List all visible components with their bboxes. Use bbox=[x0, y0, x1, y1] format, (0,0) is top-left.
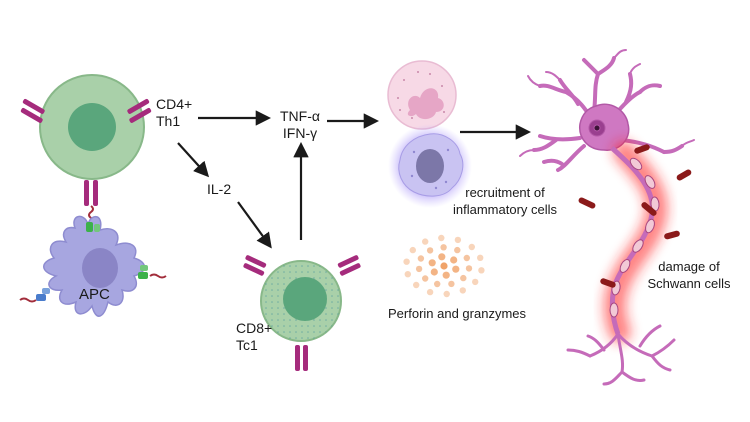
granule-dot bbox=[460, 274, 467, 282]
damage-line1: damage of bbox=[658, 259, 720, 274]
granule-dot bbox=[404, 271, 411, 278]
granule-dot bbox=[450, 256, 458, 264]
perforin-label: Perforin and granzymes bbox=[388, 306, 527, 321]
neutrophil-cell bbox=[387, 60, 457, 130]
granule-dot bbox=[426, 288, 434, 296]
cd8-t-cell bbox=[260, 260, 342, 342]
cd4-label-line2: Th1 bbox=[156, 113, 181, 129]
granule-dot bbox=[438, 253, 446, 261]
arrow-il2-to-cd8 bbox=[237, 201, 272, 249]
granule-dot bbox=[448, 280, 455, 288]
recruitment-line1: recruitment of bbox=[465, 185, 545, 200]
granule-dot bbox=[459, 287, 466, 294]
granule-dot bbox=[465, 265, 473, 272]
cd4-t-cell bbox=[39, 74, 145, 180]
tnf-label: TNF-α bbox=[280, 108, 320, 124]
ifn-label: IFN-γ bbox=[282, 125, 318, 141]
granule-dot bbox=[426, 247, 434, 254]
granule-dot bbox=[428, 259, 436, 267]
cd8-label: CD8+ Tc1 bbox=[236, 320, 272, 354]
granule-dot bbox=[468, 243, 475, 251]
cd4-label: CD4+ Th1 bbox=[156, 96, 192, 130]
mhc-left bbox=[19, 288, 50, 303]
granule-dot bbox=[454, 246, 461, 254]
apc-label: APC bbox=[79, 286, 110, 303]
cd8-receptor-right bbox=[337, 255, 361, 276]
antibodies bbox=[578, 144, 692, 288]
granule-dot bbox=[477, 254, 484, 261]
granule-dot bbox=[438, 234, 445, 242]
axon-terminals bbox=[566, 324, 676, 386]
recruitment-line2: inflammatory cells bbox=[452, 202, 558, 217]
macrophage-cell bbox=[388, 124, 472, 208]
il2-label: IL-2 bbox=[207, 181, 232, 197]
recruitment-label: recruitment of inflammatory cells bbox=[440, 184, 570, 218]
granule-dot bbox=[442, 271, 450, 279]
cd8-label-line1: CD8+ bbox=[236, 320, 273, 336]
granule-dot bbox=[472, 278, 479, 286]
cd4-receptor-left bbox=[20, 98, 45, 123]
granule-dot bbox=[454, 236, 462, 244]
granule-dot bbox=[422, 275, 429, 282]
granule-dot bbox=[443, 290, 450, 298]
neuron bbox=[519, 49, 695, 172]
apc-cell bbox=[43, 215, 146, 317]
arrow-cd4-to-il2 bbox=[177, 142, 210, 178]
granule-dot bbox=[452, 265, 460, 273]
granule-dot bbox=[415, 265, 423, 273]
granule-dot bbox=[440, 262, 448, 270]
granule-dot bbox=[434, 280, 441, 288]
damage-line2: Schwann cells bbox=[647, 276, 731, 291]
cd8-receptor-bottom bbox=[295, 345, 308, 371]
cd8-receptor-left bbox=[243, 255, 267, 276]
perforin-granules bbox=[403, 234, 485, 298]
granule-dot bbox=[463, 254, 470, 262]
mhc-right bbox=[138, 265, 167, 279]
mhc-top bbox=[86, 222, 100, 232]
cd4-receptor-bottom bbox=[84, 180, 98, 206]
granule-dot bbox=[440, 244, 447, 251]
cytokine-label: TNF-α IFN-γ bbox=[270, 108, 330, 142]
granule-dot bbox=[430, 268, 438, 276]
granule-dot bbox=[403, 258, 410, 265]
granule-dot bbox=[478, 267, 485, 274]
arrows bbox=[177, 110, 532, 249]
granule-dot bbox=[413, 281, 420, 289]
damage-label: damage of Schwann cells bbox=[636, 258, 742, 292]
cd8-label-line2: Tc1 bbox=[236, 337, 258, 353]
cd4-label-line1: CD4+ bbox=[156, 96, 193, 112]
cd4-receptor-right bbox=[127, 98, 152, 123]
granule-dot bbox=[417, 255, 425, 262]
granule-dot bbox=[409, 246, 416, 254]
granule-dot bbox=[422, 238, 429, 245]
